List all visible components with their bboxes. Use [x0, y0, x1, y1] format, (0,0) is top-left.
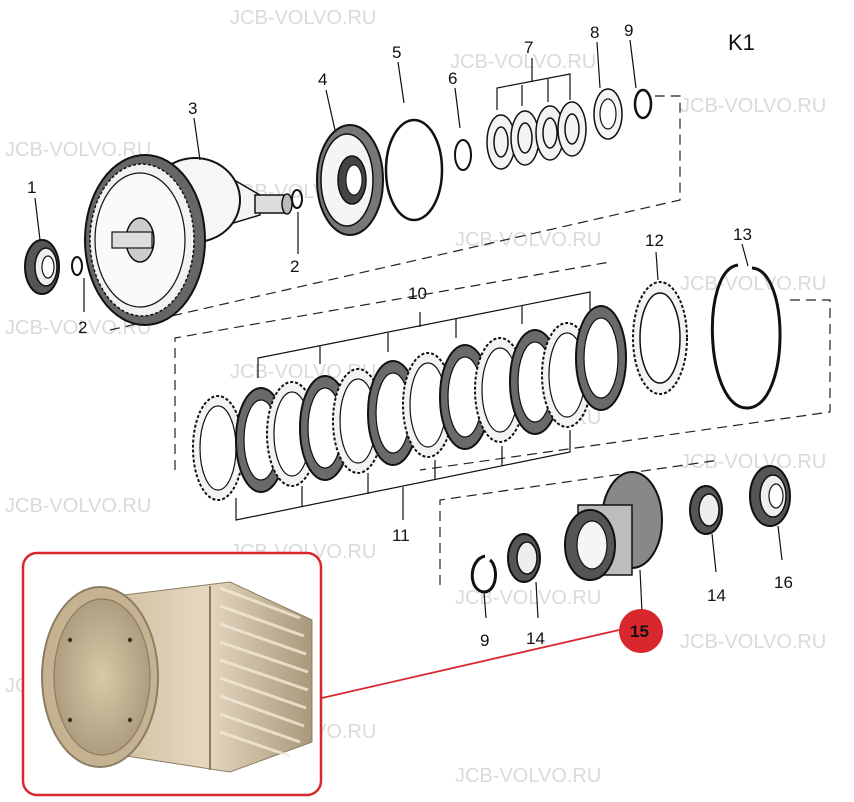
callout-5: 5 [392, 43, 401, 62]
circlip-part-9[interactable] [633, 88, 653, 120]
watermark-text: JCB-VOLVO.RU [450, 51, 596, 73]
callout-16: 16 [774, 573, 793, 592]
callout-15: 15 [630, 622, 649, 641]
seal-ring-part-6[interactable] [454, 139, 472, 171]
snap-ring-part-2[interactable] [71, 256, 83, 276]
clutch-drum-part-3[interactable] [84, 154, 293, 326]
group-bracket-10 [257, 291, 591, 378]
watermark-text: JCB-VOLVO.RU [5, 495, 151, 517]
callout-4: 4 [318, 70, 327, 89]
washer-part-8[interactable] [593, 88, 623, 140]
watermark-text: JCB-VOLVO.RU [455, 229, 601, 251]
callout-1: 1 [27, 178, 36, 197]
watermark-text: JCB-VOLVO.RU [455, 765, 601, 787]
watermark-text: JCB-VOLVO.RU [680, 95, 826, 117]
watermark-text: JCB-VOLVO.RU [230, 7, 376, 29]
highlight-connector [321, 629, 620, 699]
callout-13: 13 [733, 225, 752, 244]
callout-14: 14 [526, 629, 545, 648]
diagram-title: K1 [728, 30, 755, 55]
callout-14: 14 [707, 586, 726, 605]
watermark-text: JCB-VOLVO.RU [455, 587, 601, 609]
callout-10: 10 [408, 284, 427, 303]
callout-8: 8 [590, 23, 599, 42]
seal-ring-part-5[interactable] [384, 118, 444, 222]
callout-7: 7 [524, 38, 533, 57]
end-plate-part-12[interactable] [632, 281, 688, 395]
needle-bearing-part-14[interactable] [507, 533, 541, 583]
callout-9: 9 [480, 631, 489, 650]
clutch-plate-pack[interactable] [192, 305, 627, 501]
callout-12: 12 [645, 231, 664, 250]
callout-9: 9 [624, 21, 633, 40]
callout-2: 2 [78, 318, 87, 337]
spring-washers-part-7[interactable] [486, 101, 587, 170]
callout-2: 2 [290, 257, 299, 276]
group-bracket-11 [235, 430, 571, 521]
watermark-text: JCB-VOLVO.RU [230, 361, 376, 383]
callout-6: 6 [448, 69, 457, 88]
callout-11: 11 [392, 526, 410, 545]
piston-part-4[interactable] [316, 124, 384, 236]
watermark-text: JCB-VOLVO.RU [5, 139, 151, 161]
highlight-badge-15[interactable] [619, 609, 663, 653]
needle-bearing-part-14-right[interactable] [689, 485, 723, 535]
watermark-text: JCB-VOLVO.RU [680, 451, 826, 473]
leader-lines [34, 39, 783, 619]
inset-gear-photo [41, 581, 313, 773]
snap-ring-part-13[interactable] [710, 263, 782, 410]
callout-3: 3 [188, 99, 197, 118]
watermark-text: JCB-VOLVO.RU [680, 631, 826, 653]
bearing-part-1[interactable] [24, 239, 60, 295]
watermark-text: JCB-VOLVO.RU [680, 273, 826, 295]
gear-part-15[interactable] [564, 471, 663, 581]
circlip-part-9-lower[interactable] [470, 554, 497, 594]
bearing-part-16[interactable] [749, 465, 791, 527]
watermark-text: JCB-VOLVO.RU [5, 317, 151, 339]
